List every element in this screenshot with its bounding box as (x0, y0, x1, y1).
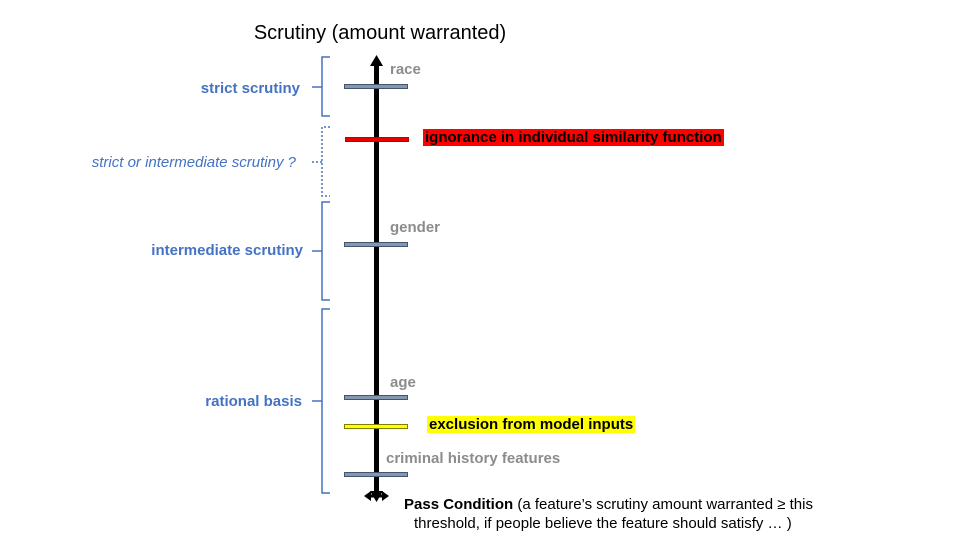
pass-condition-line1: (a feature’s scrutiny amount warranted ≥… (513, 496, 813, 513)
feature-race: race (390, 61, 421, 78)
pass-condition-line2: threshold, if people believe the feature… (414, 515, 792, 532)
rational-basis-bracket (321, 308, 330, 494)
feature-criminal-history: criminal history features (386, 450, 561, 467)
feature-gender: gender (390, 219, 441, 236)
pass-condition-label: Pass Condition (404, 496, 514, 513)
intermediate-scrutiny-bracket (321, 201, 330, 301)
axis-right-arrowhead (382, 491, 389, 501)
category-strict-scrutiny: strict scrutiny (200, 80, 300, 97)
tick-ignorance (345, 137, 409, 142)
pass-condition-note: Pass Condition (a feature’s scrutiny amo… (404, 495, 813, 533)
strict-or-intermediate-bracket (321, 126, 330, 197)
feature-exclusion: exclusion from model inputs (427, 416, 636, 433)
axis-up-arrowhead (370, 55, 383, 66)
tick-criminal-history (344, 472, 408, 477)
category-intermediate-scrutiny: intermediate scrutiny (151, 242, 303, 259)
tick-exclusion (344, 424, 408, 429)
tick-age (344, 395, 408, 400)
tick-gender (344, 242, 408, 247)
diagram-title: Scrutiny (amount warranted) (253, 22, 507, 44)
strict-scrutiny-bracket (321, 56, 330, 117)
category-strict-or-intermediate: strict or intermediate scrutiny ? (91, 154, 296, 171)
axis-left-arrowhead (364, 491, 371, 501)
category-rational-basis: rational basis (205, 393, 302, 410)
feature-ignorance: ignorance in individual similarity funct… (423, 129, 724, 146)
feature-age: age (390, 374, 416, 391)
tick-race (344, 84, 408, 89)
scrutiny-axis (374, 64, 379, 494)
